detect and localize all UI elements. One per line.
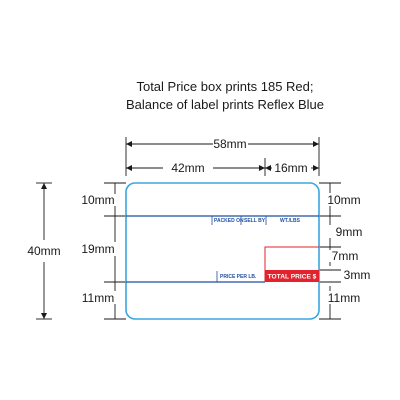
left-10-label: 10mm bbox=[81, 193, 114, 207]
right-3-label: 3mm bbox=[344, 268, 371, 282]
height-dimension-left: 10mm 19mm 11mm bbox=[81, 182, 126, 320]
label: PACKED ON SELL BY WT./LBS PRICE PER LB. … bbox=[125, 182, 320, 320]
note-line-1: Total Price box prints 185 Red; bbox=[136, 79, 313, 94]
total-price-box bbox=[265, 270, 319, 282]
width-16-label: 16mm bbox=[274, 161, 307, 175]
height-dimension-right: 10mm 9mm 7mm 3mm 11mm bbox=[319, 182, 371, 320]
left-19-label: 19mm bbox=[81, 242, 114, 256]
width-dimension-split: 42mm 16mm bbox=[126, 158, 319, 176]
right-10-label: 10mm bbox=[327, 193, 360, 207]
right-9-label: 9mm bbox=[336, 225, 363, 239]
wt-lbs-field: WT./LBS bbox=[280, 218, 301, 224]
packed-on-field: PACKED ON bbox=[214, 218, 244, 224]
note-line-2: Balance of label prints Reflex Blue bbox=[126, 97, 324, 112]
right-7-label: 7mm bbox=[332, 249, 359, 263]
width-dimension-overall: 58mm bbox=[125, 137, 320, 176]
height-40-label: 40mm bbox=[27, 244, 60, 258]
height-dimension-overall: 40mm bbox=[27, 182, 61, 320]
width-42-label: 42mm bbox=[171, 161, 204, 175]
left-11-label: 11mm bbox=[82, 291, 114, 305]
label-outline bbox=[125, 182, 320, 320]
price-per-lb-field: PRICE PER LB. bbox=[220, 274, 257, 280]
right-11-label: 11mm bbox=[328, 291, 360, 305]
total-price-field: TOTAL PRICE $ bbox=[268, 274, 317, 281]
width-58-label: 58mm bbox=[213, 137, 246, 151]
sell-by-field: SELL BY bbox=[244, 218, 266, 224]
